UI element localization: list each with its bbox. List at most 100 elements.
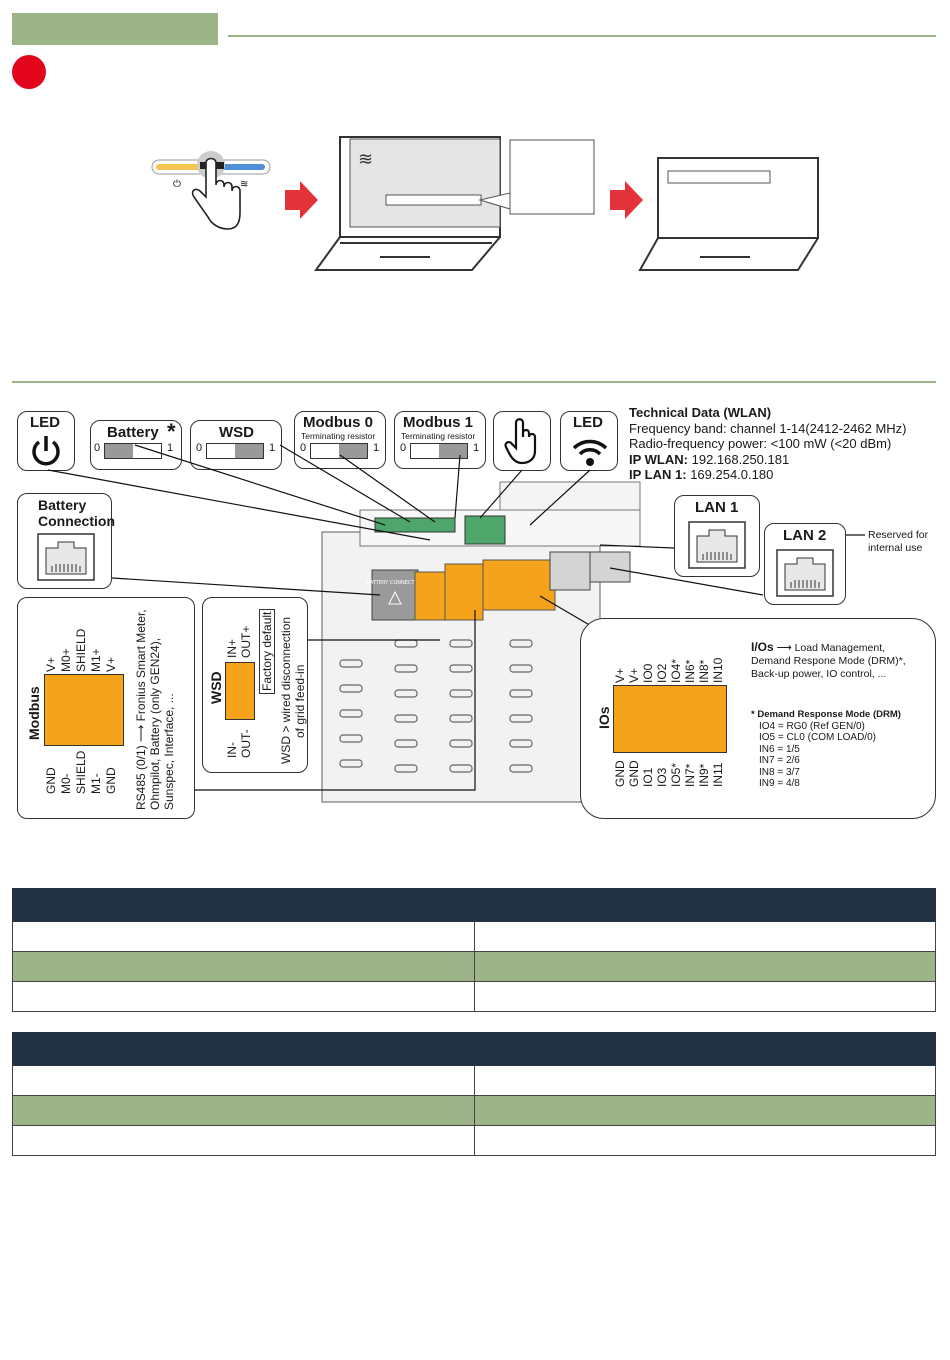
terminating-label: Terminating resistor (301, 431, 376, 441)
terminating-label: Terminating resistor (401, 431, 476, 441)
wsd-title: WSD (208, 671, 224, 704)
led-power-box: LED (17, 411, 75, 471)
ios-box: IOs V+ V+ IO0 IO2 IO4* IN6* IN8* IN10 GN… (580, 618, 936, 819)
modbus-title: Modbus (26, 686, 42, 740)
lan2-label: LAN 2 (783, 527, 827, 544)
switch-one: 1 (373, 442, 380, 454)
table-row (12, 1095, 936, 1126)
modbus-desc-3: Sunspec, Interface, ... (162, 693, 176, 810)
led-power-label: LED (30, 414, 60, 431)
battery-label: Battery (107, 424, 159, 441)
laptop-icon (638, 157, 819, 271)
lan1-box: LAN 1 (674, 495, 760, 577)
wsd-label: WSD (219, 424, 254, 441)
ios-pin-bottom: IO1 (641, 767, 655, 787)
drm-row: IN6 = 1/5 (759, 743, 800, 755)
modbus1-switch[interactable] (410, 443, 468, 459)
table-1 (12, 888, 936, 1012)
modbus-pin-bottom: SHIELD (74, 750, 88, 794)
modbus-pin-bottom: GND (104, 767, 118, 794)
modbus-pin-top: M1+ (89, 648, 103, 672)
warning-dot-icon (12, 55, 46, 89)
table-header (12, 888, 936, 922)
board-battery-label: BATTERY CONNECTION (366, 580, 423, 586)
asterisk: * (167, 419, 176, 444)
lan2-box: LAN 2 (764, 523, 846, 605)
ios-pin-top: IO2 (655, 663, 669, 683)
arrow-icon (610, 181, 643, 219)
battery-switch[interactable] (104, 443, 162, 459)
drm-list: * Demand Response Mode (DRM) IO4 = RG0 (… (751, 709, 901, 790)
lan2-note: Reserved for internal use (868, 529, 929, 554)
drm-row: IN7 = 2/6 (759, 755, 800, 766)
modbus0-switch[interactable] (310, 443, 368, 459)
wsd-factory: Factory default (259, 608, 275, 694)
ios-desc-2: Demand Respone Mode (DRM)*, (751, 655, 906, 667)
wsd-switch[interactable] (206, 443, 264, 459)
modbus-desc-2: Ohmpilot, Battery (only GEN24), (148, 637, 162, 810)
ethernet-port-icon (776, 549, 834, 597)
touch-box (493, 411, 551, 471)
wsd-pin-top: OUT+ (239, 625, 253, 658)
svg-text:≋: ≋ (240, 179, 248, 190)
modbus-desc-1: RS485 (0/1) ⟶ Fronius Smart Meter, (134, 609, 148, 810)
ip-lan-label: IP LAN 1: (629, 467, 687, 482)
modbus-pin-bottom: M1- (89, 773, 103, 794)
ip-wlan-label: IP WLAN: (629, 451, 688, 467)
lan1-label: LAN 1 (695, 499, 739, 516)
led-wifi-box: LED (560, 411, 618, 471)
section-tab (12, 13, 218, 45)
hand-icon (191, 157, 241, 230)
switch-zero: 0 (94, 442, 101, 454)
drm-row: IO4 = RG0 (Ref GEN/0) (759, 720, 865, 732)
section-rule (12, 381, 936, 383)
ios-description: I/Os ⟶ Load Management, Demand Respone M… (751, 641, 935, 681)
modbus1-switch-box: Modbus 1 Terminating resistor 0 1 (394, 411, 486, 469)
table-row (12, 951, 936, 982)
tech-line1: Frequency band: channel 1-14(2412-2462 M… (629, 420, 907, 436)
modbus-pin-top: V+ (44, 656, 58, 672)
ios-pin-top: IN10 (711, 657, 725, 683)
leader-lines (47, 444, 865, 791)
drm-title: * Demand Response Mode (DRM) (751, 709, 901, 720)
wsd-pin-top: IN+ (225, 638, 239, 658)
ios-pin-top: IO0 (641, 663, 655, 683)
ios-pin-top: IN8* (697, 659, 711, 683)
switch-one: 1 (167, 442, 174, 454)
svg-text:⏻: ⏻ (173, 179, 181, 190)
ios-terminal (613, 685, 727, 753)
modbus-desc-arrow: Fronius Smart Meter, (134, 609, 148, 722)
wifi-icon (572, 439, 608, 466)
tech-data: Technical Data (WLAN) Frequency band: ch… (629, 405, 907, 483)
table-row (12, 1065, 936, 1096)
ios-pin-bottom: GND (627, 760, 641, 787)
switch-zero: 0 (400, 442, 407, 454)
battery-connection-label: Battery Connection (38, 497, 115, 529)
switch-zero: 0 (300, 442, 307, 454)
wsd-desc-2: of grid feed-in (293, 664, 307, 738)
wsd-pin-bottom: OUT- (239, 729, 253, 758)
ios-pin-bottom: IO3 (655, 767, 669, 787)
drm-row: IN8 = 3/7 (759, 766, 800, 778)
tech-title: Technical Data (WLAN) (629, 405, 772, 420)
led-wifi-label: LED (573, 414, 603, 431)
ios-pin-bottom: IN9* (697, 763, 711, 787)
switch-one: 1 (473, 442, 480, 454)
ios-pin-bottom: IN11 (711, 762, 725, 787)
ios-desc-3: Back-up power, IO control, ... (751, 668, 887, 680)
battery-connection-box: Battery Connection (17, 493, 115, 589)
drm-row: IN9 = 4/8 (759, 778, 800, 789)
ios-pin-top: V+ (627, 667, 641, 683)
ios-pin-bottom: IO5* (669, 762, 683, 787)
header-rule (228, 35, 936, 37)
modbus0-label: Modbus 0 (303, 414, 373, 431)
modbus-pin-top: SHIELD (74, 628, 88, 672)
svg-text:≋: ≋ (358, 149, 373, 170)
ios-pin-top: IN6* (683, 659, 697, 683)
modbus-pin-bottom: GND (44, 767, 58, 794)
modbus-pin-bottom: M0- (59, 773, 73, 794)
power-icon (32, 436, 60, 466)
ethernet-port-icon (37, 533, 95, 581)
wsd-switch-box: WSD 0 1 (190, 420, 282, 470)
table-row (12, 921, 936, 952)
